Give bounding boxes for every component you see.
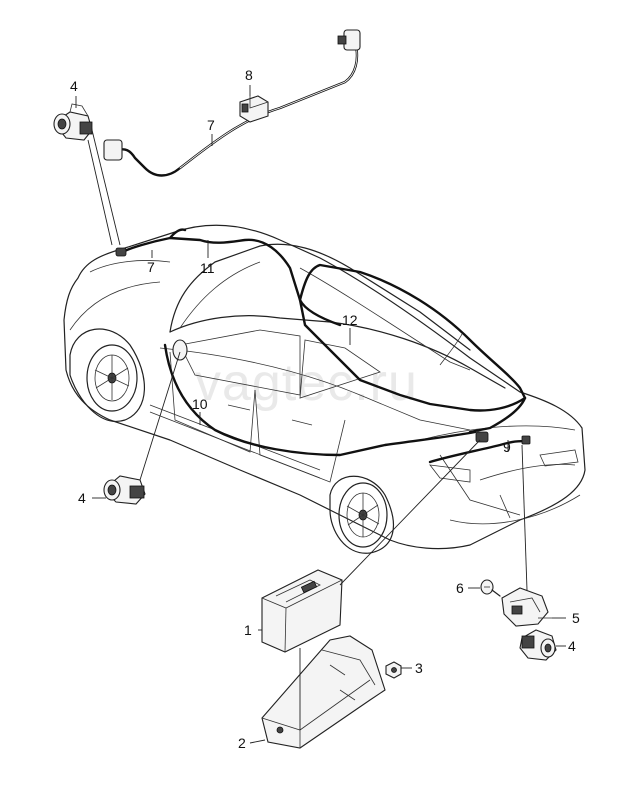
rear-wheel bbox=[329, 475, 394, 554]
watermark-text: vagtec.ru bbox=[195, 354, 418, 412]
bracket-2 bbox=[261, 635, 386, 749]
callout-1: 1 bbox=[244, 622, 252, 638]
harness-12-rear bbox=[298, 263, 527, 434]
holder-5 bbox=[501, 587, 552, 627]
sensor-4-top bbox=[53, 103, 93, 141]
sensor-4-right bbox=[519, 629, 557, 661]
callout-2: 2 bbox=[238, 735, 246, 751]
sensor-4-left bbox=[103, 475, 146, 505]
callout-10: 10 bbox=[192, 396, 208, 412]
callout-4-top: 4 bbox=[70, 78, 78, 94]
callout-7-upper: 7 bbox=[207, 117, 215, 133]
leader-lines bbox=[75, 85, 566, 744]
harness-11-roof bbox=[115, 228, 342, 327]
clip-8 bbox=[239, 95, 269, 123]
callout-8: 8 bbox=[245, 67, 253, 83]
screw-6 bbox=[480, 579, 501, 597]
callout-11: 11 bbox=[200, 260, 215, 276]
callout-12: 12 bbox=[342, 312, 358, 328]
nut-3 bbox=[385, 661, 402, 679]
callout-6: 6 bbox=[456, 580, 464, 596]
callout-4-left: 4 bbox=[78, 490, 86, 506]
callout-9: 9 bbox=[503, 439, 511, 455]
callout-4-right: 4 bbox=[568, 638, 576, 654]
callout-3: 3 bbox=[415, 660, 423, 676]
front-wheel bbox=[69, 328, 145, 422]
control-unit-1 bbox=[261, 569, 343, 653]
car-body bbox=[63, 224, 586, 550]
callout-labels: 4 8 7 7 11 12 10 9 4 6 5 1 4 3 2 bbox=[70, 67, 580, 751]
callout-5: 5 bbox=[572, 610, 580, 626]
harness-7-extension bbox=[103, 29, 361, 177]
callout-7-lower: 7 bbox=[147, 259, 155, 275]
harness-10-side bbox=[163, 339, 531, 464]
